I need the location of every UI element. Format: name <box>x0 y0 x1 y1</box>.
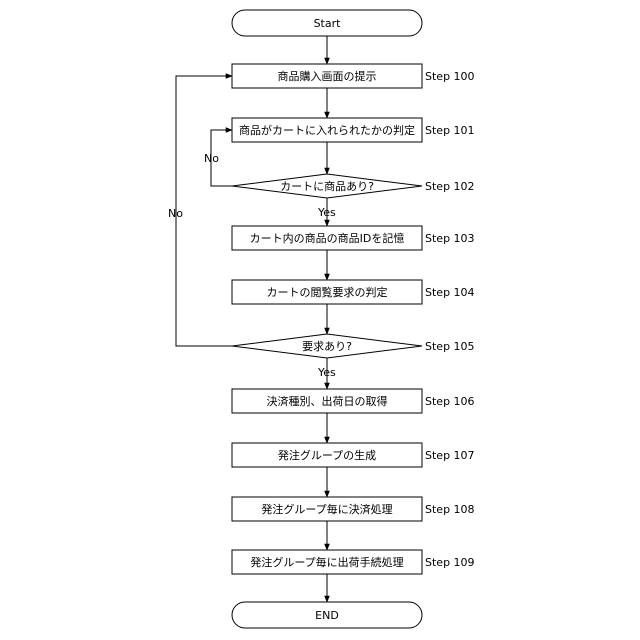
edge-label-102-no: No <box>204 152 219 165</box>
step-106-number: Step 106 <box>425 395 475 408</box>
process-step-101: 商品がカートに入れられたかの判定 Step 101 <box>232 118 475 142</box>
process-step-107: 発注グループの生成 Step 107 <box>232 443 475 467</box>
edge-label-105-no: No <box>168 207 183 220</box>
process-step-104: カートの閲覧要求の判定 Step 104 <box>232 280 475 304</box>
step-107-label: 発注グループの生成 <box>278 448 376 462</box>
step-108-label: 発注グループ毎に決済処理 <box>261 502 392 516</box>
step-107-number: Step 107 <box>425 449 475 462</box>
step-108-number: Step 108 <box>425 503 475 516</box>
step-101-number: Step 101 <box>425 124 475 137</box>
step-102-label: カートに商品あり? <box>280 179 374 193</box>
process-step-109: 発注グループ毎に出荷手続処理 Step 109 <box>232 550 475 574</box>
process-step-108: 発注グループ毎に決済処理 Step 108 <box>232 497 475 521</box>
start-label: Start <box>314 17 342 30</box>
step-106-label: 決済種別、出荷日の取得 <box>267 394 388 408</box>
process-step-106: 決済種別、出荷日の取得 Step 106 <box>232 389 475 413</box>
step-102-number: Step 102 <box>425 180 475 193</box>
arrow-105-no-loop-to-100 <box>176 76 232 346</box>
step-104-label: カートの閲覧要求の判定 <box>267 285 388 299</box>
step-109-label: 発注グループ毎に出荷手続処理 <box>250 555 403 569</box>
step-100-number: Step 100 <box>425 70 475 83</box>
edge-label-105-yes: Yes <box>317 366 336 379</box>
step-105-number: Step 105 <box>425 340 475 353</box>
start-terminator: Start <box>232 10 422 36</box>
step-104-number: Step 104 <box>425 286 475 299</box>
process-step-103: カート内の商品の商品IDを記憶 Step 103 <box>232 226 475 250</box>
process-step-100: 商品購入画面の提示 Step 100 <box>232 64 475 88</box>
step-101-label: 商品がカートに入れられたかの判定 <box>239 123 415 137</box>
step-100-label: 商品購入画面の提示 <box>278 69 377 83</box>
end-terminator: END <box>232 602 422 628</box>
step-105-label: 要求あり? <box>302 340 352 353</box>
step-109-number: Step 109 <box>425 556 475 569</box>
edge-label-102-yes: Yes <box>317 206 336 219</box>
step-103-label: カート内の商品の商品IDを記憶 <box>250 231 405 245</box>
end-label: END <box>315 609 339 622</box>
decision-step-105: 要求あり? Step 105 <box>232 334 475 358</box>
decision-step-102: カートに商品あり? Step 102 <box>232 174 475 198</box>
step-103-number: Step 103 <box>425 232 475 245</box>
